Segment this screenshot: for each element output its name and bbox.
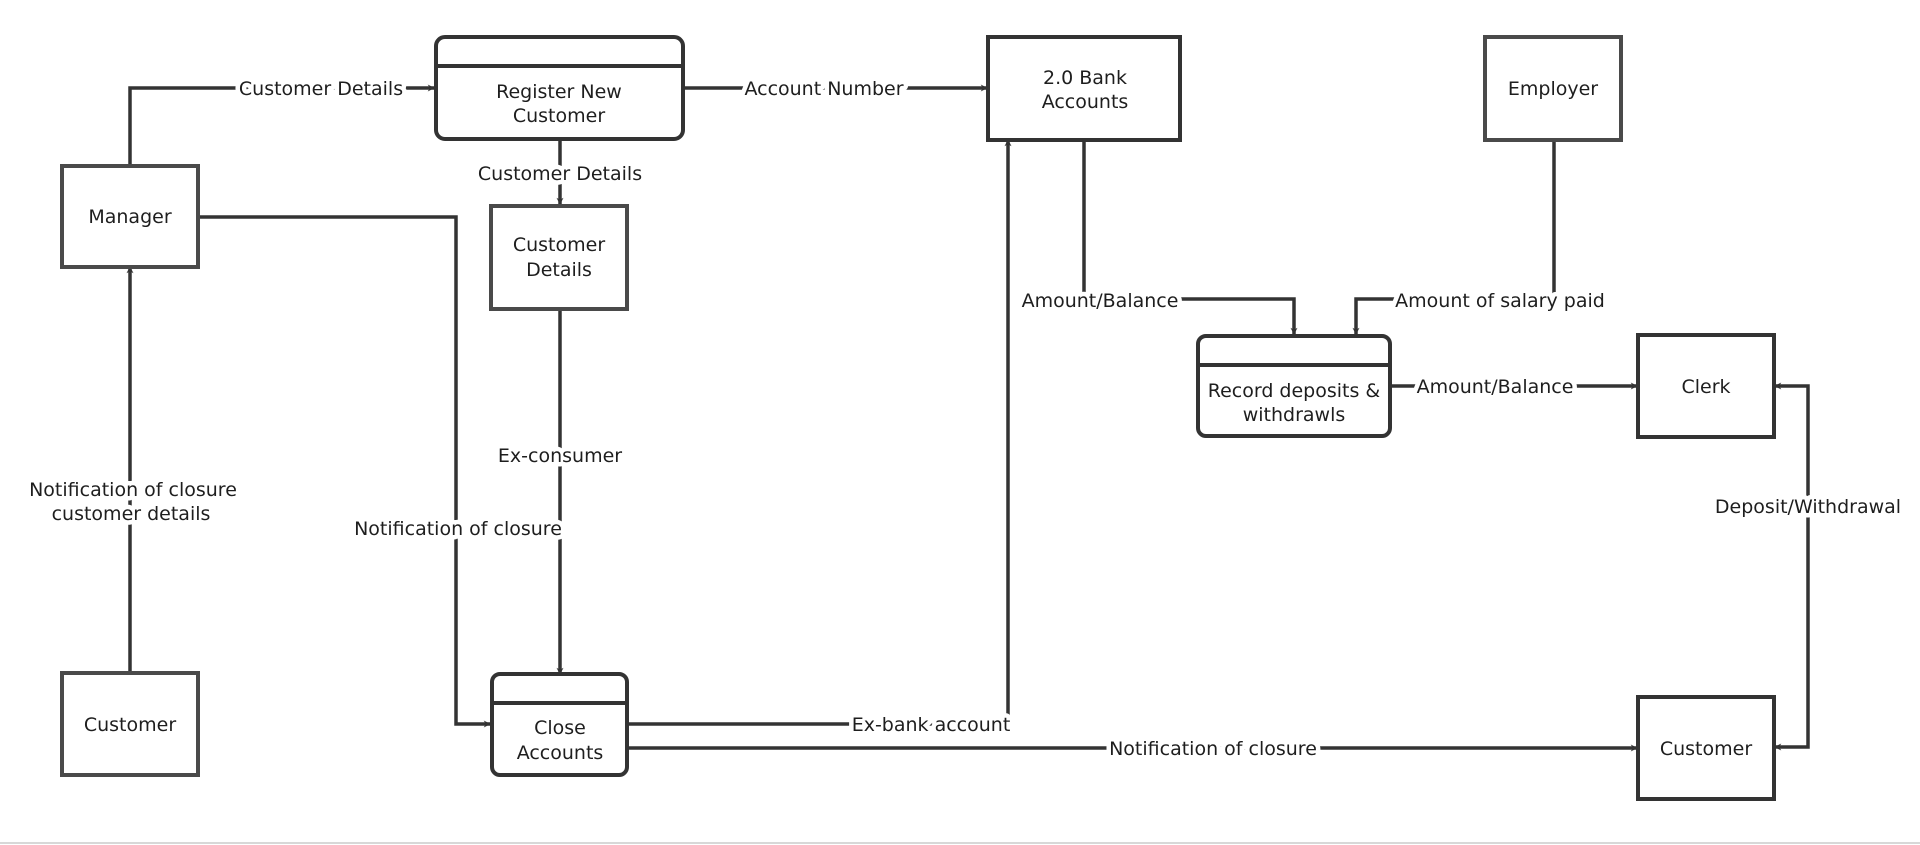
node-record-deposits[interactable] <box>1196 334 1392 438</box>
edge-employer-to-record[interactable] <box>1352 140 1556 335</box>
edge-label-employer-to-record: Amount of salary paid <box>1395 290 1605 312</box>
edge-label-close-to-bank: Ex-bank account <box>852 714 1011 736</box>
edge-label-details-to-close: Ex-consumer <box>498 445 622 467</box>
node-label-register-line1: Register New <box>496 81 622 103</box>
node-label-details-line2: Details <box>526 259 592 281</box>
node-customer-details-store[interactable] <box>489 204 629 311</box>
node-label-employer: Employer <box>1508 78 1598 100</box>
node-customer-left[interactable] <box>60 671 200 777</box>
edge-label-clerk-customer: Deposit/Withdrawal <box>1715 496 1901 518</box>
node-label-record-line2: withdrawls <box>1243 404 1346 426</box>
edge-clerk-customer[interactable] <box>1774 382 1810 751</box>
edge-label-register-to-bank: Account Number <box>744 78 903 100</box>
edge-label-customer-to-manager-line2: customer details <box>52 503 211 525</box>
node-label-register-line2: Customer <box>513 105 605 127</box>
node-label-close-line1: Close <box>534 717 586 739</box>
edge-label-manager-to-close: Notification of closure <box>354 518 562 540</box>
node-label-manager: Manager <box>88 206 171 228</box>
node-label-details-line1: Customer <box>513 234 605 256</box>
node-label-customer-left: Customer <box>84 714 176 736</box>
node-label-close-line2: Accounts <box>517 742 604 764</box>
node-label-bank-line1: 2.0 Bank <box>1043 67 1127 89</box>
node-close-accounts[interactable] <box>490 672 629 777</box>
edge-manager-to-close[interactable] <box>198 215 491 728</box>
edge-bank-to-record[interactable] <box>1082 140 1298 335</box>
edge-manager-to-register[interactable] <box>128 84 435 164</box>
node-label-record-line1: Record deposits & <box>1208 380 1381 402</box>
edge-label-manager-to-register: Customer Details <box>239 78 403 100</box>
edge-label-record-to-clerk: Amount/Balance <box>1417 376 1574 398</box>
node-clerk[interactable] <box>1636 333 1776 439</box>
edge-label-close-to-customer: Notification of closure <box>1109 738 1317 760</box>
node-customer-right[interactable] <box>1636 695 1776 801</box>
node-label-clerk: Clerk <box>1681 376 1730 398</box>
edge-label-customer-to-manager-line1: Notification of closure <box>29 479 237 501</box>
node-manager[interactable] <box>60 164 200 269</box>
node-bank-accounts[interactable] <box>986 35 1182 142</box>
node-register-new-customer[interactable] <box>434 35 685 141</box>
node-label-customer-right: Customer <box>1660 738 1752 760</box>
bottom-divider <box>0 842 1920 844</box>
edge-label-bank-to-record: Amount/Balance <box>1022 290 1179 312</box>
node-employer[interactable] <box>1483 35 1623 142</box>
edge-close-to-bank[interactable] <box>628 139 1012 726</box>
node-label-bank-line2: Accounts <box>1042 91 1129 113</box>
edge-label-register-to-details: Customer Details <box>478 163 642 185</box>
